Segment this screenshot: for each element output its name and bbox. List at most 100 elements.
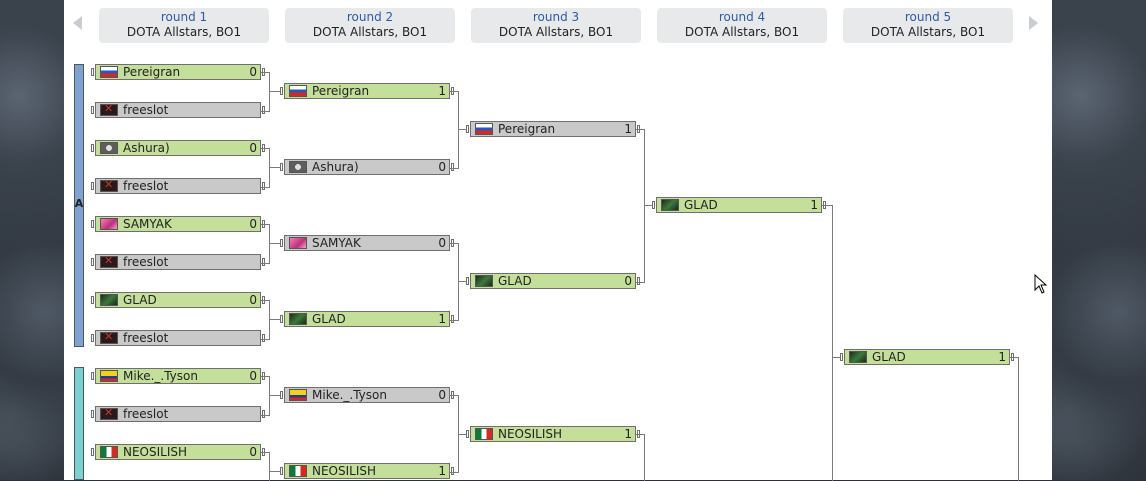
round-4-header[interactable]: round 4 DOTA Allstars, BO1: [657, 8, 827, 43]
r1-slot-freeslot[interactable]: freeslot: [91, 178, 265, 194]
player-name[interactable]: GLAD: [312, 312, 346, 326]
round-2-header[interactable]: round 2 DOTA Allstars, BO1: [285, 8, 455, 43]
bracket-connector: [450, 91, 459, 169]
round-3-header[interactable]: round 3 DOTA Allstars, BO1: [471, 8, 641, 43]
bracket-connector: [269, 319, 282, 320]
player-name[interactable]: freeslot: [123, 103, 169, 117]
russia-flag-icon: [289, 85, 307, 97]
round-format: DOTA Allstars, BO1: [684, 25, 800, 39]
no-flag-icon: [100, 406, 118, 420]
r1-slot-player[interactable]: SAMYAK 0: [91, 216, 265, 232]
player-name[interactable]: NEOSILISH: [123, 445, 188, 459]
player-score: 0: [624, 274, 632, 288]
bracket-connector: [261, 376, 270, 416]
colombia-flag-icon: [289, 389, 307, 401]
bracket-connector: [636, 434, 645, 481]
previous-rounds-arrow-icon[interactable]: [73, 16, 82, 30]
r2-slot-player[interactable]: SAMYAK 0: [280, 235, 454, 251]
round-format: DOTA Allstars, BO1: [498, 25, 614, 39]
r2-slot-player[interactable]: Pereigran 1: [280, 83, 454, 99]
bracket-panel: [64, 0, 1052, 480]
player-name[interactable]: GLAD: [498, 274, 532, 288]
round-format: DOTA Allstars, BO1: [312, 25, 428, 39]
mouse-pointer-icon: [1034, 274, 1048, 294]
next-rounds-arrow-icon[interactable]: [1029, 16, 1038, 30]
player-name[interactable]: NEOSILISH: [498, 427, 563, 441]
group-b-bar: [74, 367, 84, 480]
round-title[interactable]: round 5: [904, 10, 952, 24]
round-format: DOTA Allstars, BO1: [126, 25, 242, 39]
bracket-connector: [269, 471, 282, 472]
player-name[interactable]: GLAD: [123, 293, 157, 307]
player-score: 0: [438, 160, 446, 174]
round-5-header[interactable]: round 5 DOTA Allstars, BO1: [843, 8, 1013, 43]
round-title[interactable]: round 2: [346, 10, 394, 24]
player-name[interactable]: Ashura): [312, 160, 359, 174]
team-logo-icon: [289, 237, 307, 249]
player-score: 0: [438, 388, 446, 402]
r1-slot-player[interactable]: Mike._.Tyson 0: [91, 368, 265, 384]
r1-slot-player[interactable]: Ashura) 0: [91, 140, 265, 156]
group-a-bar: [74, 64, 84, 347]
player-name[interactable]: freeslot: [123, 255, 169, 269]
round-title[interactable]: round 4: [718, 10, 766, 24]
russia-flag-icon: [100, 66, 118, 78]
round-title[interactable]: round 1: [160, 10, 208, 24]
player-name[interactable]: Mike._.Tyson: [123, 369, 198, 383]
round-1-header[interactable]: round 1 DOTA Allstars, BO1: [99, 8, 269, 43]
r1-slot-player[interactable]: NEOSILISH 0: [91, 444, 265, 460]
player-name[interactable]: Mike._.Tyson: [312, 388, 387, 402]
player-score: 1: [438, 84, 446, 98]
team-logo-icon: [661, 199, 679, 211]
r1-slot-player[interactable]: Pereigran 0: [91, 64, 265, 80]
player-score: 0: [249, 293, 257, 307]
player-name[interactable]: freeslot: [123, 407, 169, 421]
r1-slot-freeslot[interactable]: freeslot: [91, 254, 265, 270]
r2-slot-player[interactable]: GLAD 1: [280, 311, 454, 327]
player-name[interactable]: Ashura): [123, 141, 170, 155]
round-title[interactable]: round 3: [532, 10, 580, 24]
no-flag-icon: [100, 178, 118, 192]
player-score: 1: [624, 122, 632, 136]
r1-slot-player[interactable]: GLAD 0: [91, 292, 265, 308]
r3-slot-player[interactable]: NEOSILISH 1: [466, 426, 640, 442]
player-name[interactable]: GLAD: [872, 350, 906, 364]
round-format: DOTA Allstars, BO1: [870, 25, 986, 39]
player-score: 0: [249, 369, 257, 383]
r2-slot-player[interactable]: Mike._.Tyson 0: [280, 387, 454, 403]
r4-slot-player[interactable]: GLAD 1: [652, 197, 826, 213]
player-name[interactable]: GLAD: [684, 198, 718, 212]
player-name[interactable]: NEOSILISH: [312, 464, 377, 478]
r1-slot-freeslot[interactable]: freeslot: [91, 406, 265, 422]
r1-slot-freeslot[interactable]: freeslot: [91, 102, 265, 118]
player-name[interactable]: freeslot: [123, 179, 169, 193]
bracket-connector: [261, 300, 270, 340]
player-name[interactable]: SAMYAK: [312, 236, 361, 250]
player-name[interactable]: Pereigran: [312, 84, 370, 98]
r2-slot-player[interactable]: Ashura) 0: [280, 159, 454, 175]
player-name[interactable]: Pereigran: [498, 122, 556, 136]
player-name[interactable]: Pereigran: [123, 65, 181, 79]
bracket-connector: [269, 167, 282, 168]
player-name[interactable]: SAMYAK: [123, 217, 172, 231]
r5-slot-player[interactable]: GLAD 1: [840, 349, 1014, 365]
team-logo-icon: [475, 275, 493, 287]
r1-slot-freeslot[interactable]: freeslot: [91, 330, 265, 346]
player-score: 0: [249, 65, 257, 79]
r2-slot-player[interactable]: NEOSILISH 1: [280, 463, 454, 479]
no-flag-icon: [100, 254, 118, 268]
bracket-connector: [269, 243, 282, 244]
group-a-label: A: [74, 197, 84, 210]
team-logo-icon: [100, 294, 118, 306]
russia-flag-icon: [475, 123, 493, 135]
bracket-connector: [822, 205, 833, 481]
bracket-connector: [458, 129, 468, 130]
player-score: 1: [810, 198, 818, 212]
team-logo-icon: [289, 161, 307, 173]
bracket-connector: [832, 357, 842, 358]
player-name[interactable]: freeslot: [123, 331, 169, 345]
r3-slot-player[interactable]: Pereigran 1: [466, 121, 640, 137]
player-score: 1: [624, 427, 632, 441]
r3-slot-player[interactable]: GLAD 0: [466, 273, 640, 289]
mexico-flag-icon: [100, 446, 118, 458]
